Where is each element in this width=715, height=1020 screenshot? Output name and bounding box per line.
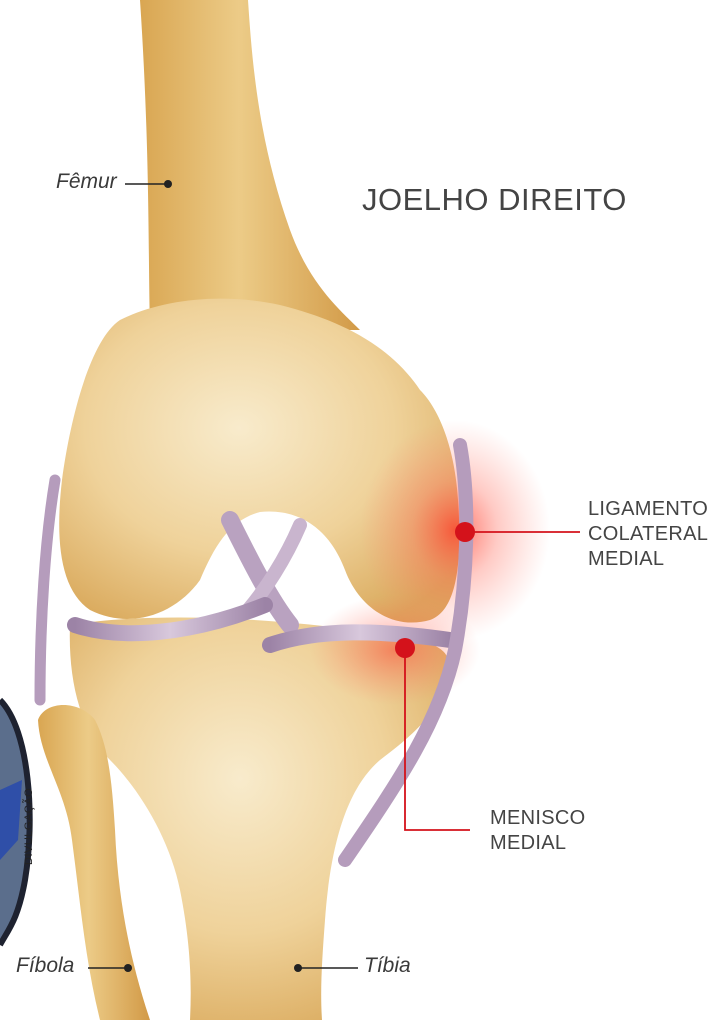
femur-marker [164, 180, 172, 188]
ligament-marker [455, 522, 475, 542]
label-medial-collateral-ligament: LIGAMENTO COLATERAL MEDIAL [588, 497, 708, 572]
meniscus-marker [395, 638, 415, 658]
meniscus-label-line-1: MENISCO [490, 806, 585, 831]
ligament-label-line-3: MEDIAL [588, 547, 708, 572]
label-femur: Fêmur [56, 170, 117, 194]
label-fibula: Fíbola [16, 954, 74, 978]
meniscus-label-line-2: MEDIAL [490, 831, 585, 856]
ligament-label-line-1: LIGAMENTO [588, 497, 708, 522]
tibia-marker [294, 964, 302, 972]
image-credit: DIVULGAÇÃO [23, 788, 35, 865]
diagram-title: JOELHO DIREITO [362, 182, 627, 218]
label-tibia: Tíbia [364, 954, 411, 978]
fibula-marker [124, 964, 132, 972]
lateral-collateral-ligament [40, 480, 55, 700]
label-medial-meniscus: MENISCO MEDIAL [490, 806, 585, 856]
femur-shaft [140, 0, 360, 330]
ligament-label-line-2: COLATERAL [588, 522, 708, 547]
